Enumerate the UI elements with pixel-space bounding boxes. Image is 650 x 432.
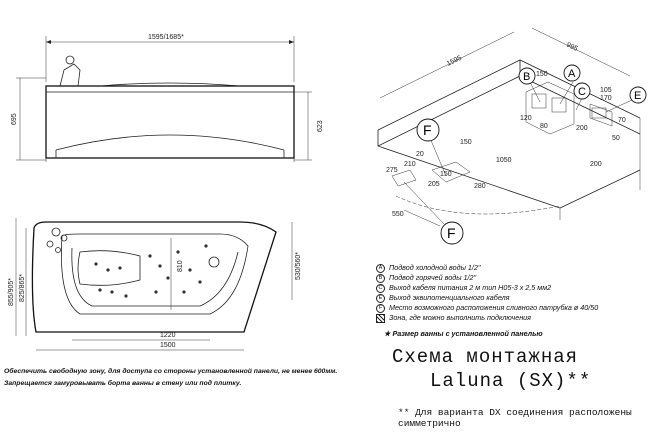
warning-line-1: Обеспечить свободную зону, для доступа с… [4, 368, 338, 375]
callout-e: E [629, 86, 647, 104]
legend-text-c: Выход кабеля питания 2 м тип Н05-3 х 2,5… [389, 283, 552, 292]
legend-hatch-swatch [376, 313, 385, 323]
iso-dim-6: 170 [600, 95, 612, 102]
iso-dim-7: 70 [618, 117, 626, 124]
iso-dim-16: 205 [428, 181, 440, 188]
legend-marker-c: C [376, 283, 385, 293]
len-1220-dim: 1220 [160, 332, 176, 339]
callout-b: B [518, 67, 536, 85]
iso-dim-2: 150 [536, 71, 548, 78]
callout-c-label: C [578, 86, 586, 98]
depth-left-dim: 855/905* [8, 278, 15, 306]
callout-a: A [563, 64, 581, 82]
variant-note-line-1: ** Для варианта DX соединения расположен… [398, 407, 632, 418]
warning-line-2: Запрещается замуровывать борта ванны в с… [4, 380, 242, 387]
callout-f-top: F [416, 118, 440, 142]
legend-marker-f: F [376, 303, 385, 313]
top-view: 810 1220 1500 855/905* 825/865* 530/560* [8, 218, 302, 351]
iso-dim-15: 275 [386, 167, 398, 174]
callout-a-label: A [568, 68, 576, 80]
variant-note-line-2: симметрично [398, 418, 461, 429]
iso-dim-11: 1050 [496, 157, 512, 164]
iso-dim-13: 280 [474, 183, 486, 190]
depth-right-dim: 530/560* [295, 252, 302, 280]
callout-f-bottom: F [440, 221, 464, 245]
iso-dim-12: 150 [460, 139, 472, 146]
front-width-dim: 1595/1685* [148, 34, 184, 41]
legend-marker-e: E [376, 293, 385, 303]
depth-mid-dim: 825/865* [19, 274, 26, 302]
legend-text-a: Подвод холодной воды 1/2" [389, 263, 481, 272]
len-1500-dim: 1500 [160, 342, 176, 349]
jet-dots [94, 244, 208, 298]
legend-row-a: A Подвод холодной воды 1/2" [376, 263, 646, 273]
iso-dim-17: 550 [392, 211, 404, 218]
legend-text-b: Подвод горячей воды 1/2" [389, 273, 477, 282]
iso-dim-0: 1595 [446, 55, 463, 68]
legend-row-c: C Выход кабеля питания 2 м тип Н05-3 х 2… [376, 283, 646, 293]
callout-b-label: B [523, 71, 530, 83]
iso-dim-14: 210 [404, 161, 416, 168]
iso-dim-10: 105 [600, 87, 612, 94]
iso-dim-3: 120 [520, 115, 532, 122]
iso-dim-18: 150 [440, 171, 452, 178]
legend-row-f: F Место возможного расположения сливного… [376, 303, 646, 313]
iso-dim-4: 80 [540, 123, 548, 130]
front-height-right: 623 [317, 120, 324, 132]
iso-view: 1595 995 150 120 80 200 170 70 50 200 10… [377, 27, 647, 245]
callout-f-top-label: F [423, 122, 432, 138]
iso-dim-9: 200 [590, 161, 602, 168]
front-height-left: 695 [11, 113, 18, 125]
legend-marker-a: A [376, 263, 385, 273]
legend-text-hatch: Зона, где можно выполнить подключения [389, 313, 532, 322]
iso-dim-19: 20 [416, 151, 424, 158]
iso-dim-5: 200 [576, 125, 588, 132]
legend-size-note: ★ Размер ванны с установленной панелью [384, 329, 543, 338]
legend: A Подвод холодной воды 1/2" B Подвод гор… [376, 263, 646, 339]
iso-dim-1: 995 [565, 42, 579, 53]
variant-note: ** Для варианта DX соединения расположен… [398, 407, 632, 429]
legend-text-f: Место возможного расположения сливного п… [389, 303, 599, 312]
legend-marker-b: B [376, 273, 385, 283]
legend-row-b: B Подвод горячей воды 1/2" [376, 273, 646, 283]
callout-f-bottom-label: F [447, 225, 456, 241]
legend-row-e: E Выход эквипотенциального кабеля [376, 293, 646, 303]
model-name: Laluna (SX)** [430, 370, 592, 392]
iso-dim-8: 50 [612, 135, 620, 142]
callout-e-label: E [634, 90, 641, 102]
inner-810-dim: 810 [177, 260, 184, 272]
callout-c: C [573, 82, 591, 100]
legend-row-hatch: Зона, где можно выполнить подключения [376, 313, 646, 323]
diagram-title: Схема монтажная [392, 346, 579, 368]
front-view: 1595/1685* 695 623 [11, 34, 324, 162]
legend-text-e: Выход эквипотенциального кабеля [389, 293, 510, 302]
